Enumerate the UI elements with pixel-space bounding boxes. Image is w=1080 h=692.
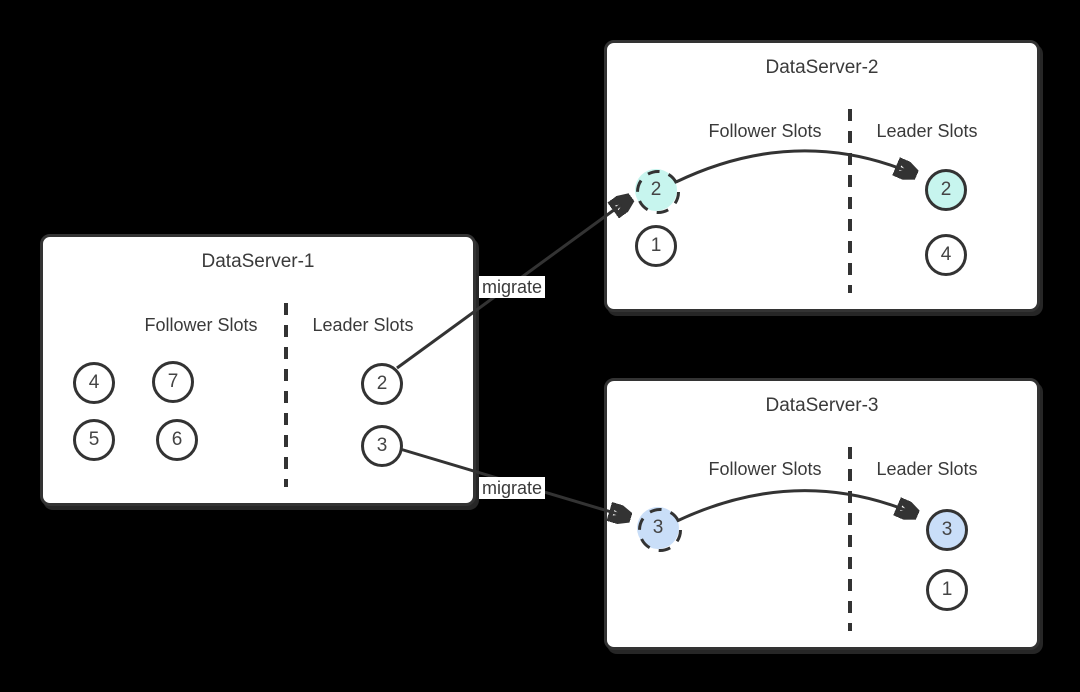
slot-number: 6 <box>171 429 183 450</box>
slot-number: 1 <box>941 579 953 600</box>
slot-number: 3 <box>376 435 388 456</box>
leader-slots-label: Leader Slots <box>876 459 978 479</box>
follower-slot-7: 7 <box>152 361 194 403</box>
follower-slot-2-incoming: 2 <box>635 169 680 214</box>
follower-slots-label: Follower Slots <box>144 315 258 335</box>
follower-slots-label: Follower Slots <box>708 121 822 141</box>
slot-number: 2 <box>650 179 662 200</box>
follower-slots-label: Follower Slots <box>708 459 822 479</box>
slots-divider <box>848 447 852 631</box>
migrate-label: migrate <box>479 276 546 298</box>
follower-slot-1: 1 <box>635 225 677 267</box>
leader-slot-2: 2 <box>361 363 403 405</box>
leader-slot-3: 3 <box>361 425 403 467</box>
slot-number: 2 <box>940 179 952 200</box>
server-title: DataServer-2 <box>765 57 879 78</box>
follower-slot-6: 6 <box>156 419 198 461</box>
leader-slot-4: 4 <box>925 234 967 276</box>
leader-slot-2-promoted: 2 <box>925 169 967 211</box>
server-box-dataserver-3: DataServer-3 Follower Slots Leader Slots… <box>604 378 1040 650</box>
server-title: DataServer-1 <box>201 251 315 272</box>
slot-number: 7 <box>167 371 179 392</box>
slot-number: 2 <box>376 373 388 394</box>
slot-number: 4 <box>88 372 100 393</box>
leader-slots-label: Leader Slots <box>312 315 414 335</box>
follower-slot-3-incoming: 3 <box>637 507 682 552</box>
slot-number: 1 <box>650 235 662 256</box>
slot-number: 5 <box>88 429 100 450</box>
slot-number: 4 <box>940 244 952 265</box>
migrate-label: migrate <box>479 477 546 499</box>
slots-divider <box>848 109 852 293</box>
leader-slot-1: 1 <box>926 569 968 611</box>
follower-slot-5: 5 <box>73 419 115 461</box>
follower-slot-4: 4 <box>73 362 115 404</box>
leader-slots-label: Leader Slots <box>876 121 978 141</box>
slot-number: 3 <box>941 519 953 540</box>
server-box-dataserver-1: DataServer-1 Follower Slots Leader Slots… <box>40 234 476 506</box>
server-box-dataserver-2: DataServer-2 Follower Slots Leader Slots… <box>604 40 1040 312</box>
slot-number: 3 <box>652 517 664 538</box>
leader-slot-3-promoted: 3 <box>926 509 968 551</box>
slots-divider <box>284 303 288 487</box>
server-title: DataServer-3 <box>765 395 879 416</box>
